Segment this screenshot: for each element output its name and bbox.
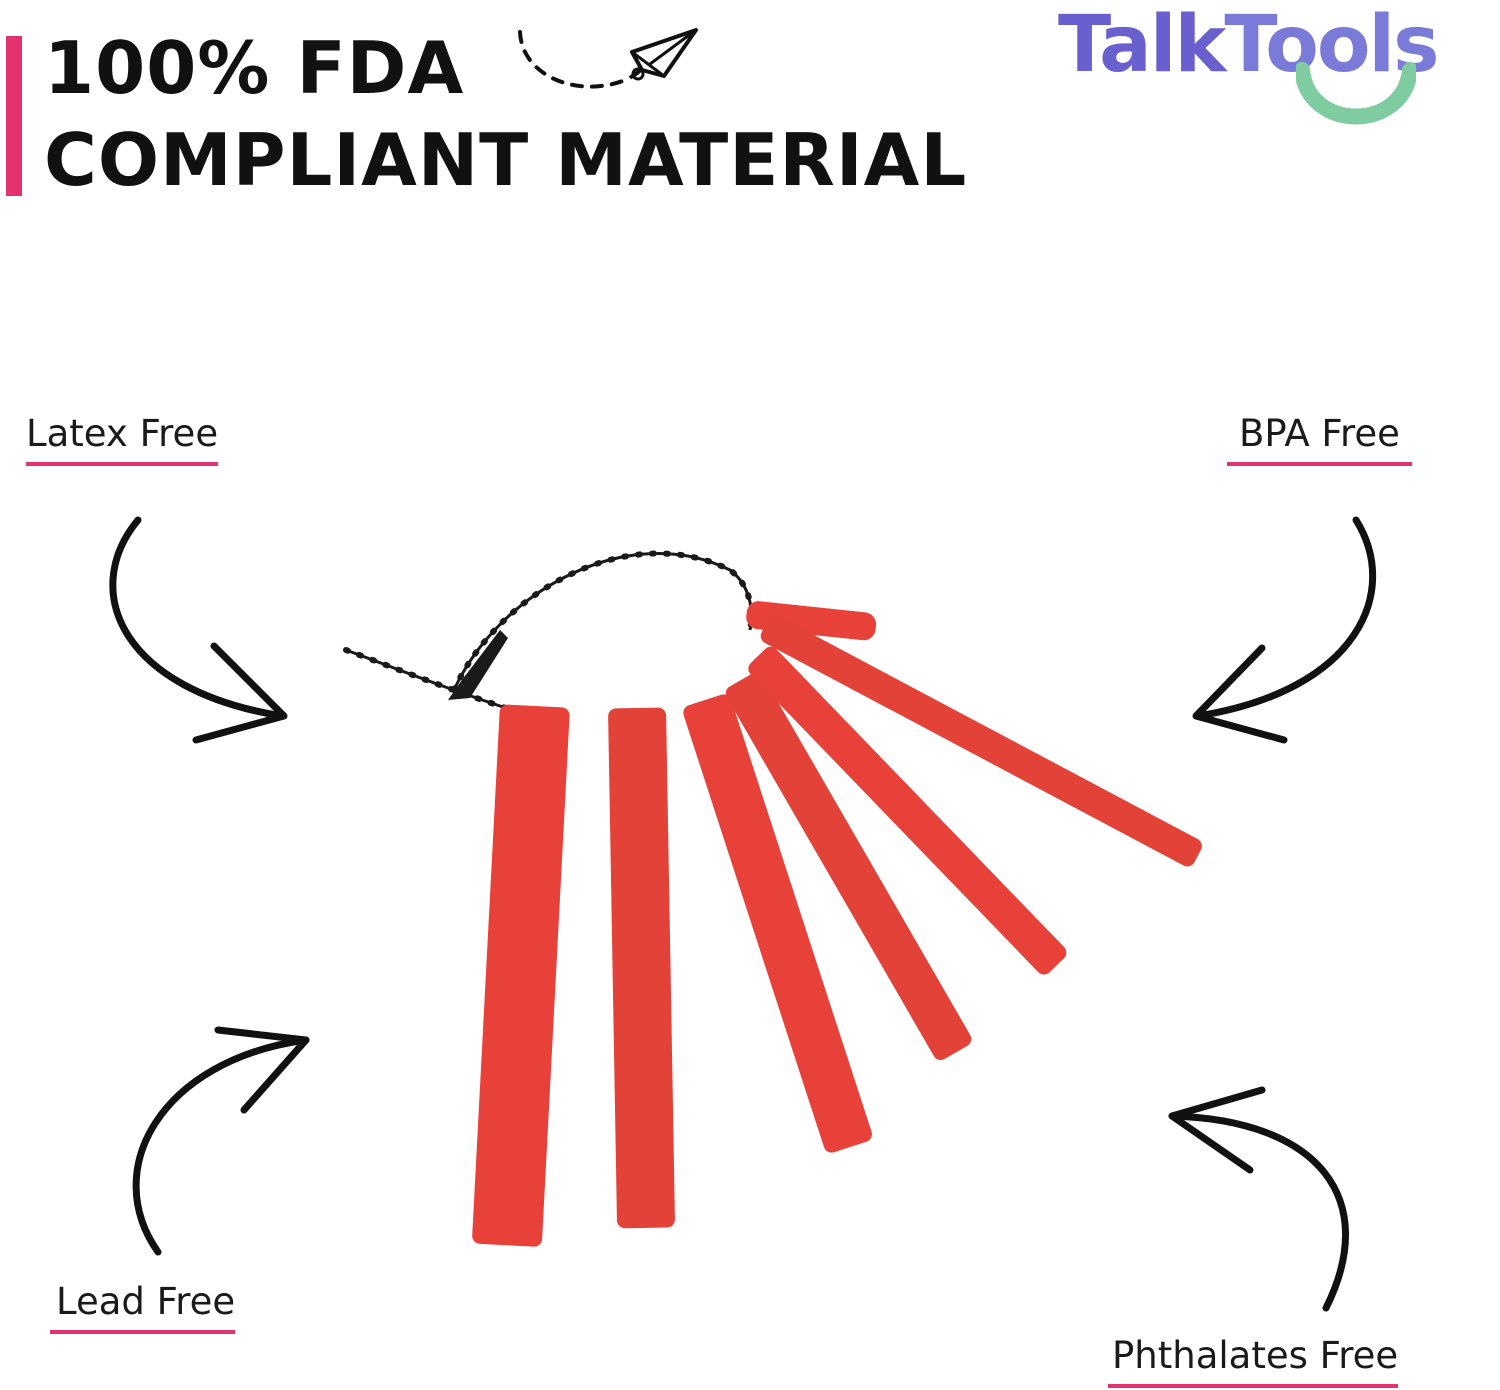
bar-1 — [472, 704, 570, 1247]
talktools-logo: TalkTools — [1058, 0, 1498, 132]
bar-4 — [725, 672, 972, 1060]
accent-bar — [6, 36, 22, 196]
curved-arrow-icon — [109, 516, 288, 744]
title-line-2: COMPLIANT MATERIAL — [44, 118, 968, 202]
feature-latex-free: Latex Free — [26, 412, 219, 466]
page-title: 100% FDA COMPLIANT MATERIAL — [44, 22, 967, 206]
kite-icon — [518, 28, 698, 89]
bar-5 — [748, 646, 1067, 975]
bar-6 — [760, 615, 1202, 867]
bar-3 — [683, 694, 872, 1153]
cord-line — [345, 552, 753, 718]
curved-arrow-icon — [132, 1026, 310, 1256]
bars — [472, 615, 1202, 1247]
cord-clip — [448, 630, 508, 700]
bar-2 — [608, 707, 675, 1229]
title-line-1: 100% FDA — [44, 26, 465, 110]
bite-bar-set — [343, 550, 1202, 1247]
smile-icon — [1296, 62, 1416, 125]
feature-phthalates-free: Phthalates Free — [1108, 1334, 1399, 1388]
logo-brand-part-1: Talk — [1058, 0, 1226, 90]
cord — [343, 550, 755, 719]
feature-bpa-free: BPA Free — [1227, 412, 1412, 466]
feature-lead-free: Lead Free — [50, 1280, 236, 1334]
